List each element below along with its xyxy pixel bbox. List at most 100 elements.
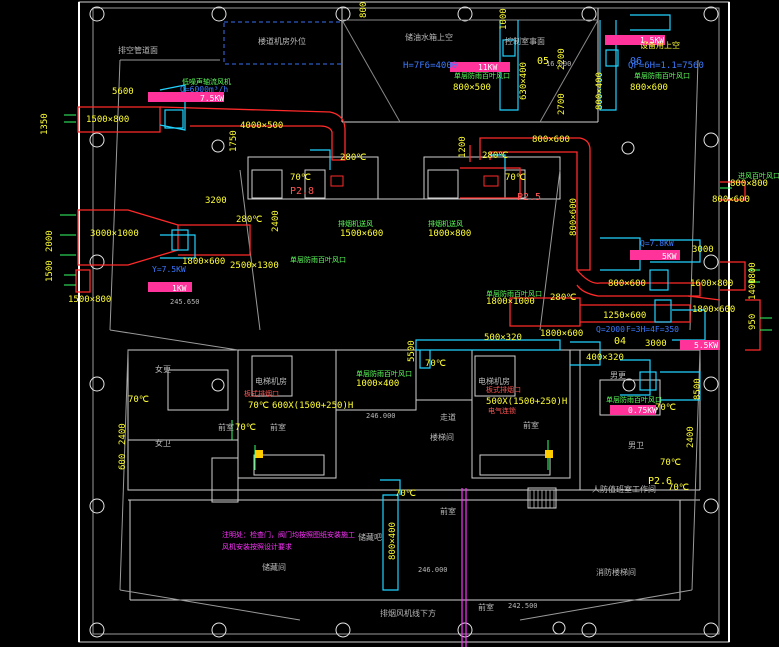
equipment-spec: H=7F6=4000 (403, 61, 457, 71)
louver-annotation: 单层防雨百叶风口 (356, 369, 412, 378)
smoke-annotation: 板式排烟口 (486, 385, 521, 394)
room-label-right-a: 男更 (610, 371, 626, 380)
temp-label: 70℃ (655, 403, 676, 413)
dim-label: 1800 (748, 262, 758, 284)
dim-label: 1500×600 (340, 229, 383, 239)
dim-label: 5500 (407, 340, 417, 362)
equipment-power: 1.5KW (640, 36, 664, 45)
room-label-mid-d: 电梯机房 (478, 376, 510, 386)
equipment-spec: Q=7.8KW (640, 239, 674, 248)
dim-label: 8500 (693, 378, 703, 400)
dim-label: 1500×800 (86, 115, 129, 125)
dim-label: 800×600 (712, 195, 750, 205)
room-label-lower-left: 储藏间 (262, 562, 286, 572)
dim-label: 1500×800 (68, 295, 111, 305)
equipment-power: 5.5KW (694, 341, 718, 350)
dim-label: 2000 (45, 230, 55, 252)
dim-label: 630×400 (519, 62, 529, 100)
equipment-spec: QF=6H=1.1=7560 (628, 61, 704, 71)
smoke-annotation: 电气连锁 (488, 406, 516, 415)
dim-label: 1800×600 (540, 329, 583, 339)
dim-label: 5600 (112, 87, 134, 97)
magenta-riser (461, 488, 467, 647)
room-label-lower-center: 楼梯间 (430, 432, 454, 442)
room-label-equip: 设备用上空 (640, 40, 680, 50)
dim-label: 3200 (205, 196, 227, 206)
dim-label: 2500×1300 (230, 261, 279, 271)
dim-label: 2400 (271, 210, 281, 232)
room-label-lower-mid: 储藏吧 (358, 532, 382, 542)
dim-label: 2400 (686, 426, 696, 448)
level-mark: 16.000 (546, 60, 571, 68)
equipment-power: 0.75KW (628, 406, 657, 415)
pressure-label: P2.8 (290, 186, 314, 197)
temp-label: 280℃ (236, 215, 262, 225)
temp-label: 70℃ (248, 401, 269, 411)
room-label-bottom-center: 前室 (478, 602, 494, 612)
temp-label: 70℃ (660, 458, 681, 468)
dim-label: 400×320 (586, 353, 624, 363)
dim-label: 800×500 (453, 83, 491, 93)
grille-size: 600X(1500+250)H (272, 401, 353, 411)
room-label-top-right-a: 储油水箱上空 (405, 32, 453, 42)
dim-label: 1200 (458, 136, 468, 158)
inlet-annotation: 进风百叶风口 (738, 171, 779, 180)
level-mark: 246.000 (366, 412, 396, 420)
smoke-annotation: 板式排烟口 (244, 389, 279, 398)
louver-annotation: 单层防雨百叶风口 (454, 71, 510, 80)
dim-label: 1800×600 (692, 305, 735, 315)
room-label-left-c: 前室 (218, 422, 234, 432)
dim-label: 2400 (118, 423, 128, 445)
equipment-spec: Q=6000m³/h (180, 85, 228, 94)
temp-label: 70℃ (128, 395, 149, 405)
dim-label: 3000 (645, 339, 667, 349)
fan-annotation: 排烟机送风 (338, 219, 373, 228)
dim-label: 1800×600 (182, 257, 225, 267)
room-label-right-c: 前室 (523, 420, 539, 430)
temp-label: 280℃ (550, 293, 576, 303)
dim-label: 1000 (499, 8, 509, 30)
dim-label: 2700 (557, 93, 567, 115)
temp-label: 70℃ (505, 173, 526, 183)
equipment-spec: Q=2000 (596, 325, 625, 334)
louver-annotation: 单层防雨百叶风口 (606, 395, 662, 404)
equipment-spec: F=3H=4F=350 (626, 325, 679, 334)
temp-label: 70℃ (425, 359, 446, 369)
pressure-label: P2.5 (517, 192, 541, 203)
dim-label: 1350 (40, 113, 50, 135)
dim-label: 1600×800 (690, 279, 733, 289)
dim-label: 800×800 (730, 179, 768, 189)
equipment-tags (148, 35, 720, 415)
dim-label: 2200 (557, 48, 567, 70)
dim-label: 1500 (45, 260, 55, 282)
dim-label: 4000×500 (240, 121, 283, 131)
cyan-ducts (159, 14, 706, 591)
room-label-top-mid: 楼道机房外位 (258, 36, 306, 46)
note-line: 注明处：检查门，阀门均按照图纸安装施工 (222, 530, 355, 539)
dim-label: 3000 (692, 245, 714, 255)
room-label-right-f: 前室 (440, 506, 456, 516)
temp-label: 70℃ (235, 423, 256, 433)
pressure-label: P2.6 (648, 476, 672, 487)
room-label-left-b: 女卫 (155, 438, 171, 448)
red-ducts (75, 106, 761, 351)
room-label-left-a: 女更 (155, 364, 171, 374)
dim-label: 3000×1000 (90, 229, 139, 239)
room-label-mid-a: 电梯机房 (255, 376, 287, 386)
dim-label: 800×600 (532, 135, 570, 145)
dim-label: 800×400 (595, 72, 605, 110)
equipment-tag: 06 (630, 56, 642, 67)
stair-hatch (529, 490, 555, 508)
dim-label: 600 (118, 454, 128, 470)
room-label-top-left: 排空管道面 (118, 45, 158, 55)
fan-symbols (164, 39, 672, 391)
room-label-right-b: 男卫 (628, 441, 644, 450)
louver-arrows (60, 114, 772, 470)
column-grid (89, 6, 719, 638)
building-outline (78, 1, 730, 643)
dim-label: 950 (748, 314, 758, 330)
equipment-power: 5KW (662, 252, 677, 261)
level-mark: 245.650 (170, 298, 200, 306)
room-label-bottom: 排烟风机线下方 (380, 608, 436, 618)
